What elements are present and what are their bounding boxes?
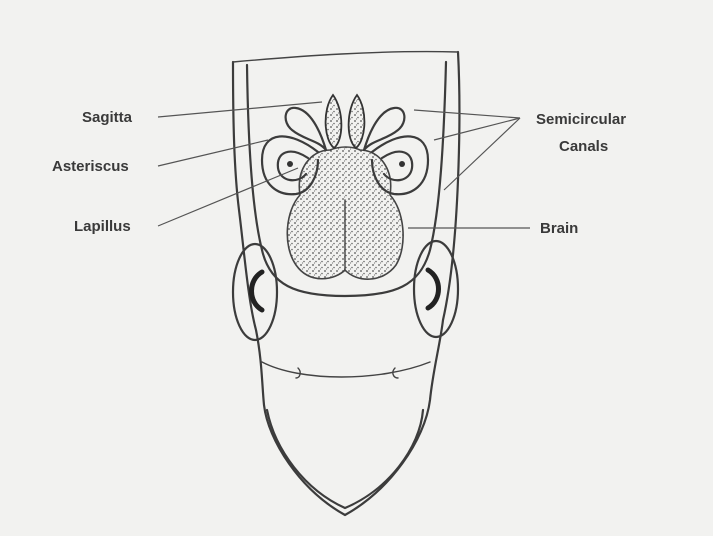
label-canals: Canals bbox=[559, 138, 608, 155]
head-outline bbox=[233, 52, 460, 515]
right-eye bbox=[414, 241, 458, 337]
label-semicircular: Semicircular bbox=[536, 111, 626, 128]
label-lapillus: Lapillus bbox=[74, 218, 131, 235]
label-sagitta: Sagitta bbox=[82, 109, 133, 126]
brain bbox=[287, 147, 403, 279]
label-asteriscus: Asteriscus bbox=[52, 158, 129, 175]
label-brain: Brain bbox=[540, 220, 578, 237]
sagitta-otoliths bbox=[326, 95, 365, 148]
